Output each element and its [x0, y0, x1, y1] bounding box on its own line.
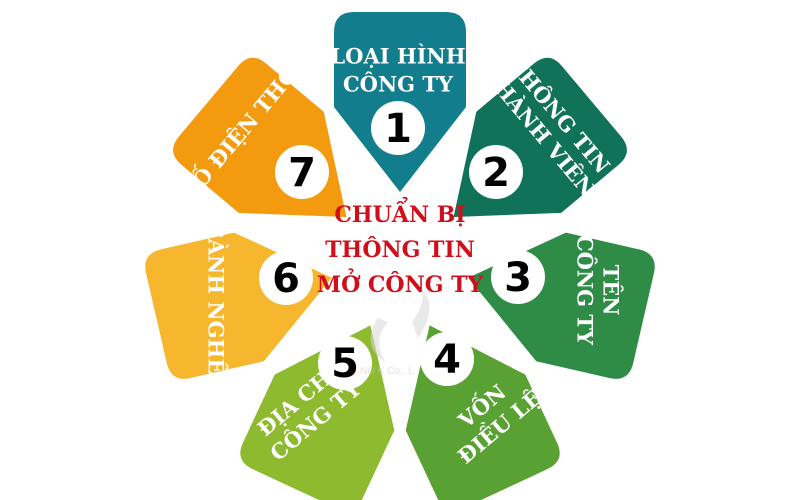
petal-1-label-line-1: LOẠI HÌNH [330, 44, 465, 69]
petal-6-label: NGÀNH NGHỀ [204, 202, 231, 375]
petal-2-number: 2 [482, 150, 510, 196]
petal-1-label: LOẠI HÌNH CÔNG TY [330, 44, 465, 97]
petal-7-number: 7 [288, 150, 316, 196]
center-line-1: CHUẨN BỊ [334, 197, 465, 228]
petal-7-number-badge [275, 145, 329, 199]
petal-3-number: 3 [504, 255, 532, 301]
center-title: CHUẨN BỊ THÔNG TIN MỞ CÔNG TY [317, 197, 484, 298]
petal-6-shape [145, 232, 332, 379]
petal-3-shape [468, 232, 655, 379]
petal-1: LOẠI HÌNH CÔNG TY 1 [330, 12, 466, 192]
petal-6-number-badge [259, 251, 313, 305]
petal-5-number-badge [318, 336, 372, 390]
petal-3-label-line-2: CÔNG TY [573, 235, 598, 346]
watermark-text: NG K Co., L [360, 366, 414, 377]
petal-4-number-badge [420, 332, 474, 386]
petal-1-label-line-2: CÔNG TY [343, 72, 454, 97]
watermark-swoosh-right [412, 288, 430, 338]
petal-6-label-line-1: NGÀNH NGHỀ [204, 202, 231, 375]
petal-2-number-badge [469, 145, 523, 199]
petal-1-number: 1 [384, 106, 412, 152]
center-line-2: THÔNG TIN [325, 236, 475, 263]
watermark-swoosh-left [370, 318, 388, 362]
petal-3-number-badge [491, 250, 545, 304]
petal-1-number-badge [371, 101, 425, 155]
petal-6-number: 6 [272, 256, 300, 302]
petal-6: NGÀNH NGHỀ 6 [145, 202, 332, 379]
watermark: NG K Co., L [360, 288, 430, 377]
petal-5-number: 5 [331, 341, 359, 387]
center-line-3: MỞ CÔNG TY [317, 268, 484, 298]
petal-4-number: 4 [433, 337, 461, 383]
petal-3-label-line-1: TÊN [599, 265, 624, 316]
